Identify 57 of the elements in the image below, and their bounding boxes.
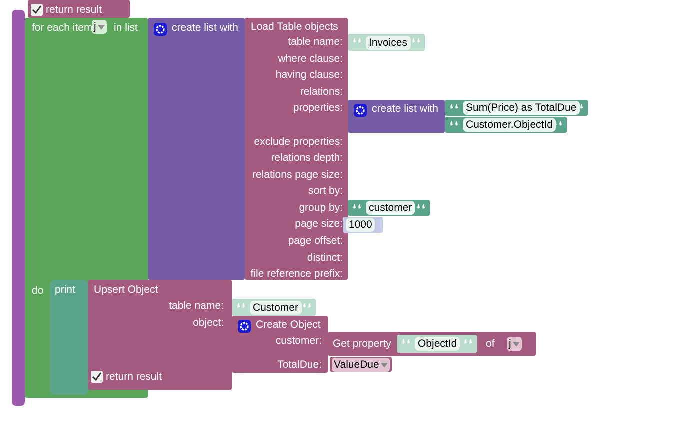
string-block	[348, 200, 430, 216]
checkbox-label: return result	[106, 370, 162, 384]
variable-dropdown: j	[92, 20, 108, 34]
checkbox-label: return result	[46, 3, 102, 17]
command-block	[28, 0, 130, 18]
input-label: page offset:	[288, 234, 343, 248]
list-block	[148, 18, 245, 280]
input-label: customer:	[276, 334, 322, 348]
string-block	[348, 34, 425, 51]
input-label: properties:	[293, 101, 343, 115]
query-block	[245, 18, 348, 280]
block-label: in list	[114, 21, 138, 35]
input-label: table name:	[288, 35, 343, 49]
input-label: group by:	[299, 201, 343, 215]
input-label: relations depth:	[271, 151, 343, 165]
input-label: distinct:	[307, 251, 343, 265]
input-label: sort by:	[308, 184, 343, 198]
input-label: object:	[193, 316, 224, 330]
string-block	[232, 299, 316, 316]
string-block	[445, 100, 588, 116]
input-label: where clause:	[278, 52, 343, 66]
input-label: TotalDue:	[278, 358, 322, 372]
number-block	[343, 217, 383, 233]
procedure-block	[12, 10, 25, 406]
input-label: page size:	[295, 217, 343, 231]
input-label: table name:	[169, 299, 224, 313]
block-label: Load Table objects	[251, 20, 338, 34]
text-field: customer	[366, 201, 416, 215]
variable-dropdown: ValueDue	[332, 358, 390, 372]
string-block	[445, 117, 567, 133]
block-label: of	[486, 337, 495, 351]
block-label: do	[32, 284, 44, 298]
text-field: Customer.ObjectId	[463, 118, 556, 132]
number-field: 1000	[346, 218, 376, 232]
block-label: create list with	[172, 21, 239, 35]
input-label: relations page size:	[252, 168, 343, 182]
text-field: Invoices	[366, 36, 411, 50]
list-block	[348, 100, 445, 133]
block-label: Upsert Object	[94, 283, 158, 297]
input-label: exclude properties:	[254, 135, 343, 149]
block-label: print	[55, 283, 76, 297]
input-label: having clause:	[276, 68, 343, 82]
block-label: create list with	[372, 102, 439, 116]
input-label: relations:	[300, 85, 343, 99]
text-field: ObjectId	[415, 337, 460, 351]
input-label: file reference prefix:	[250, 267, 343, 281]
upsert-block	[88, 280, 232, 390]
text-field: Customer	[250, 301, 302, 315]
text-field: Sum(Price) as TotalDue	[463, 101, 580, 115]
print-block	[50, 280, 88, 395]
block-label: for each item	[32, 21, 93, 35]
variable-dropdown: j	[507, 337, 522, 351]
block-label: Get property	[333, 337, 392, 351]
block-label: Create Object	[256, 318, 321, 332]
object-block	[232, 316, 328, 373]
string-block	[397, 335, 477, 353]
property-block	[328, 332, 536, 356]
